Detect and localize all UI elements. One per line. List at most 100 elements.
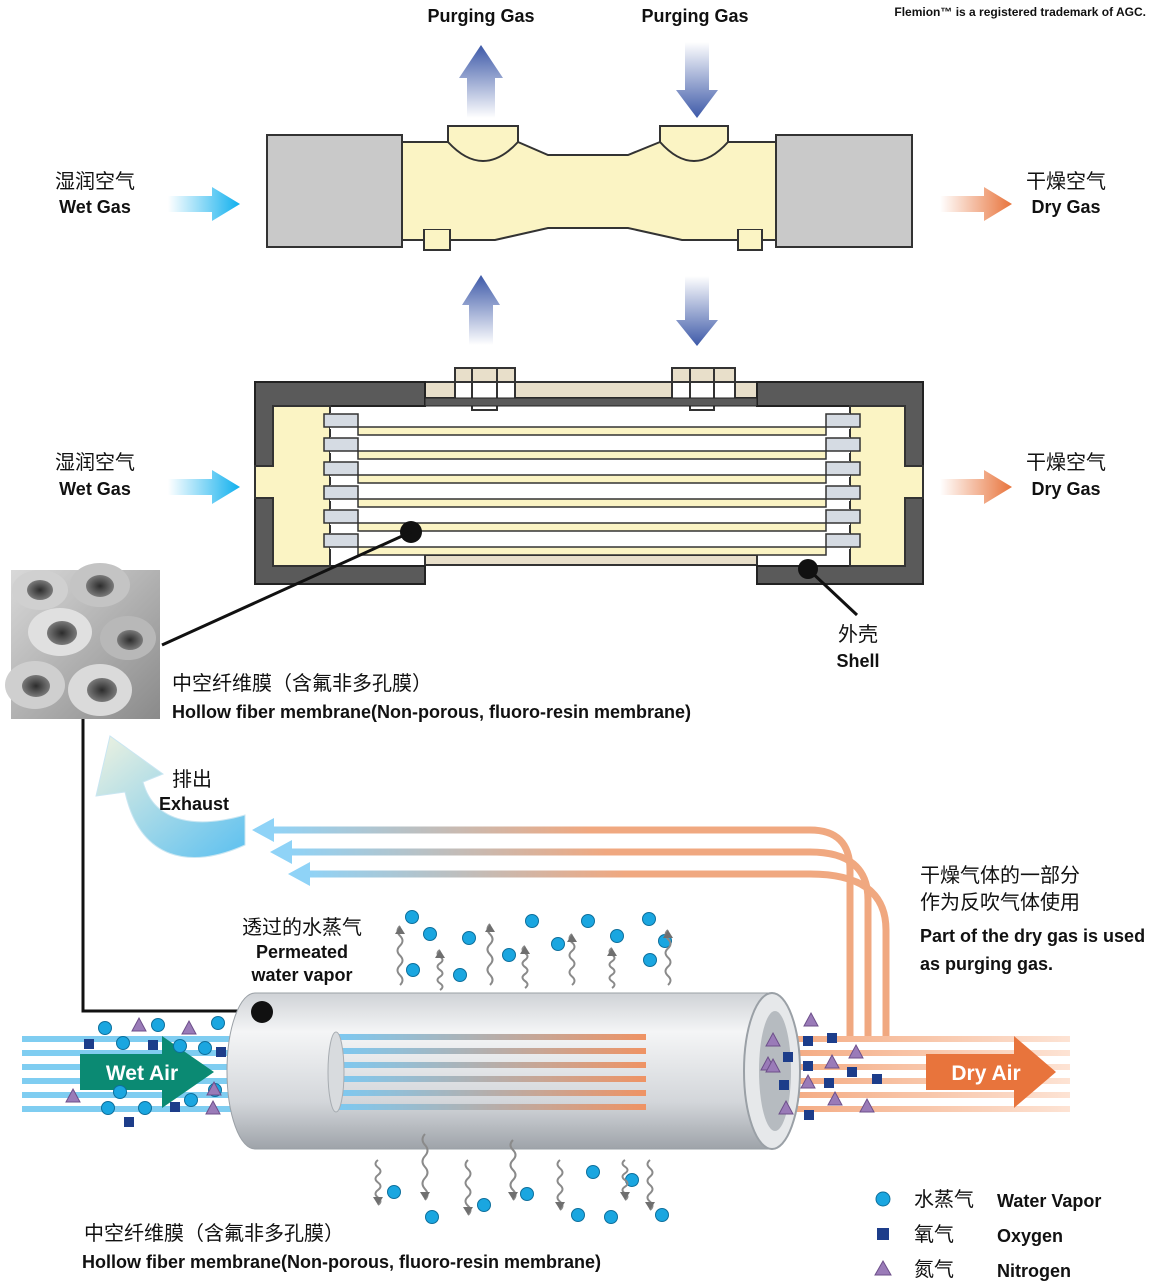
vapor-arrowhead bbox=[508, 1192, 518, 1200]
purge-in-label: Purging Gas bbox=[641, 6, 748, 26]
nitrogen-molecule bbox=[206, 1080, 222, 1096]
fiber-gap bbox=[330, 413, 850, 429]
purge-out-arrow-lower bbox=[462, 275, 500, 345]
dry-air-label: Dry Air bbox=[951, 1062, 1020, 1085]
nitrogen-molecule bbox=[827, 1090, 843, 1106]
section-port-left bbox=[424, 367, 758, 399]
vapor-arrowhead bbox=[645, 1202, 655, 1210]
section-module: 湿润空气 Wet Gas 干燥空气 Dry Gas 外壳 Shell bbox=[55, 367, 1106, 671]
legend-nitrogen-en: Nitrogen bbox=[997, 1261, 1071, 1281]
oxygen-molecule bbox=[124, 1117, 134, 1127]
vapor-paths bbox=[373, 923, 673, 1216]
section-body-band-bottom bbox=[424, 554, 758, 566]
water-vapor-molecule bbox=[173, 1039, 187, 1053]
nitrogen-molecule bbox=[824, 1053, 840, 1069]
vapor-path bbox=[556, 1159, 564, 1211]
hollow-fiber bbox=[357, 450, 827, 460]
dry-air-stream bbox=[760, 1036, 1070, 1112]
top-left-port bbox=[423, 230, 451, 251]
vapor-arrowhead bbox=[620, 1192, 630, 1200]
oxygen-molecule bbox=[783, 1052, 793, 1062]
fiber-seal-right bbox=[825, 413, 861, 428]
trademark-note: Flemion™ is a registered trademark of AG… bbox=[894, 5, 1146, 19]
top-right-cap bbox=[775, 134, 913, 248]
vapor-arrowhead bbox=[555, 1202, 565, 1210]
water-vapor-molecule bbox=[211, 1016, 225, 1030]
vapor-arrowhead bbox=[373, 1197, 383, 1205]
water-vapor-molecule bbox=[502, 948, 516, 962]
legend-oxygen-cn: 氧气 bbox=[914, 1223, 954, 1246]
water-vapor-molecule bbox=[138, 1101, 152, 1115]
nitrogen-molecule bbox=[765, 1057, 781, 1073]
water-vapor-molecule bbox=[525, 914, 539, 928]
nitrogen-molecule bbox=[765, 1031, 781, 1047]
wet-air-label: Wet Air bbox=[106, 1062, 178, 1085]
oxygen-molecule bbox=[803, 1036, 813, 1046]
legend-water-vapor-en: Water Vapor bbox=[997, 1191, 1101, 1211]
top-left-cap bbox=[266, 134, 403, 248]
section-inlet-cn: 湿润空气 bbox=[55, 451, 135, 474]
exhaust-cn: 排出 bbox=[172, 768, 212, 791]
photo-to-tube-connector bbox=[81, 719, 262, 1013]
fiber-gap bbox=[330, 533, 850, 549]
water-vapor-molecule bbox=[643, 953, 657, 967]
fiber-seal-right bbox=[825, 485, 861, 500]
membrane-label-cn: 中空纤维膜（含氟非多孔膜） bbox=[172, 672, 432, 695]
section-left-header bbox=[254, 405, 331, 567]
section-right-header bbox=[849, 405, 924, 567]
hollow-fiber bbox=[357, 522, 827, 532]
purge-out-arrow-upper bbox=[459, 45, 503, 118]
membrane-label-en: Hollow fiber membrane(Non-porous, fluoro… bbox=[172, 702, 691, 722]
bottom-membrane-en: Hollow fiber membrane(Non-porous, fluoro… bbox=[82, 1252, 601, 1272]
water-vapor-molecule bbox=[571, 1208, 585, 1222]
fiber-gap bbox=[330, 509, 850, 525]
section-inlet-en: Wet Gas bbox=[59, 479, 131, 499]
oxygen-molecule bbox=[827, 1033, 837, 1043]
shell-callout-line bbox=[806, 567, 859, 617]
vapor-arrowhead bbox=[663, 930, 673, 938]
top-wet-arrow bbox=[168, 187, 240, 221]
legend-nitrogen-icon bbox=[874, 1259, 892, 1276]
vapor-path bbox=[486, 923, 494, 986]
permeated-en-1: Permeated bbox=[256, 942, 348, 962]
water-vapor-molecule bbox=[610, 929, 624, 943]
molecules bbox=[65, 910, 882, 1224]
vapor-path bbox=[421, 1133, 429, 1201]
top-inlet-en: Wet Gas bbox=[59, 197, 131, 217]
dry-air-badge bbox=[926, 1036, 1056, 1108]
oxygen-molecule bbox=[803, 1061, 813, 1071]
vapor-arrowhead bbox=[435, 950, 445, 958]
water-vapor-molecule bbox=[423, 927, 437, 941]
oxygen-molecule bbox=[779, 1080, 789, 1090]
legend-water-vapor-cn: 水蒸气 bbox=[914, 1188, 974, 1211]
oxygen-molecule bbox=[872, 1074, 882, 1084]
top-inlet-cn: 湿润空气 bbox=[55, 170, 135, 193]
section-outlet-en: Dry Gas bbox=[1031, 479, 1100, 499]
hollow-fiber bbox=[357, 474, 827, 484]
purge-in-arrow-lower bbox=[676, 276, 718, 346]
vapor-arrowhead bbox=[395, 926, 405, 934]
vapor-path bbox=[646, 1159, 654, 1211]
oxygen-molecule bbox=[824, 1078, 834, 1088]
fiber-seal-left bbox=[323, 509, 359, 524]
shell-label-cn: 外壳 bbox=[838, 623, 878, 646]
exhaust-en: Exhaust bbox=[159, 794, 229, 814]
water-vapor-molecule bbox=[425, 1210, 439, 1224]
water-vapor-molecule bbox=[116, 1036, 130, 1050]
nitrogen-molecule bbox=[131, 1016, 147, 1032]
legend-oxygen-icon bbox=[877, 1228, 889, 1240]
top-outlet-cn: 干燥空气 bbox=[1026, 170, 1106, 193]
top-left-dome bbox=[447, 125, 519, 162]
nitrogen-molecule bbox=[205, 1099, 221, 1115]
legend-oxygen-en: Oxygen bbox=[997, 1226, 1063, 1246]
purge-return-lines bbox=[252, 818, 890, 1040]
water-vapor-molecule bbox=[586, 1165, 600, 1179]
vapor-path bbox=[396, 925, 404, 986]
section-port-inner bbox=[471, 368, 715, 411]
nitrogen-molecule bbox=[859, 1097, 875, 1113]
section-body-top bbox=[424, 397, 758, 407]
legend-nitrogen-cn: 氮气 bbox=[914, 1258, 954, 1281]
top-right-port bbox=[737, 230, 763, 251]
purge-note-cn-1: 干燥气体的一部分 bbox=[920, 864, 1080, 887]
